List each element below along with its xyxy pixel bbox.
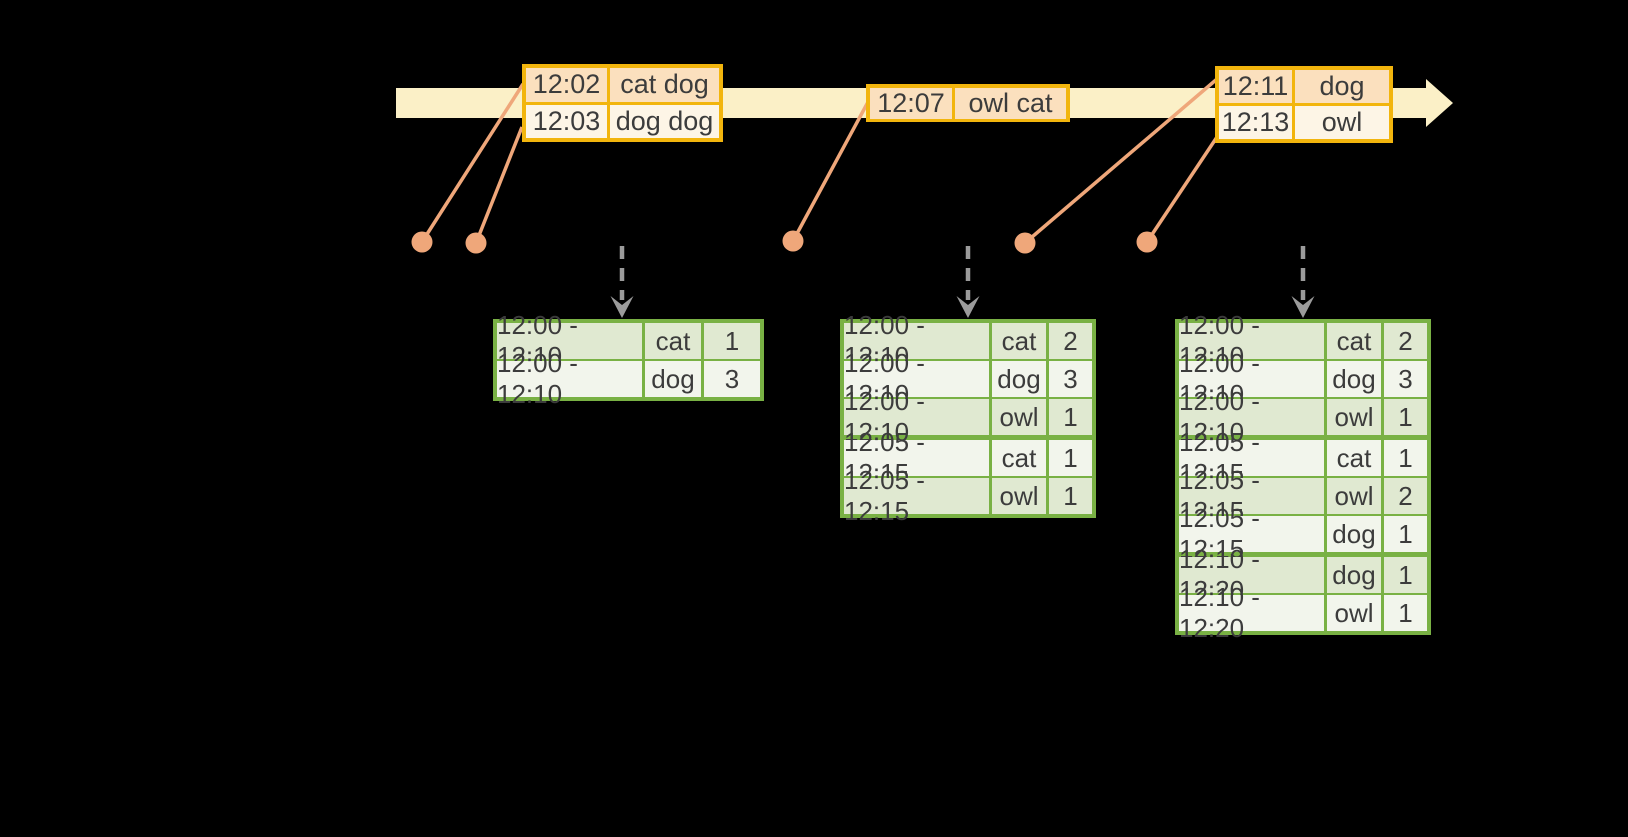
word-cell: dog <box>1327 361 1381 397</box>
event-words-cell: owl cat <box>955 88 1066 119</box>
event-words-cell: dog <box>1295 70 1389 103</box>
window-cell: 12:00 - 12:10 <box>844 310 989 371</box>
table-row: 12:05 - 12:15 dog 1 <box>1179 503 1427 564</box>
table-row: 12:07 owl cat <box>870 88 1066 119</box>
trigger-arrows <box>610 246 1315 318</box>
count-cell: 1 <box>1049 440 1092 476</box>
event-words-cell: cat dog <box>610 68 719 102</box>
word-cell: owl <box>992 478 1046 514</box>
count-cell: 1 <box>1384 440 1427 476</box>
table-row: 12:00 - 12:10 owl 1 <box>1179 386 1427 447</box>
count-cell: 2 <box>1384 323 1427 359</box>
word-cell: dog <box>1327 557 1381 593</box>
count-cell: 1 <box>1049 399 1092 435</box>
event-table-1: 12:02 cat dog 12:03 dog dog <box>522 64 723 142</box>
count-cell: 2 <box>1384 478 1427 514</box>
word-cell: cat <box>645 323 701 359</box>
table-row: 12:00 - 12:10 cat 2 <box>1179 310 1427 371</box>
word-cell: owl <box>1327 399 1381 435</box>
word-cell: cat <box>1327 323 1381 359</box>
event-time-cell: 12:07 <box>870 88 952 119</box>
event-table-2: 12:07 owl cat <box>866 84 1070 122</box>
word-cell: dog <box>645 361 701 397</box>
table-row: 12:00 - 12:10 owl 1 <box>844 386 1092 447</box>
event-connector-line <box>791 101 870 242</box>
event-connector-line <box>420 83 525 243</box>
table-row: 12:05 - 12:15 cat 1 <box>844 427 1092 488</box>
table-row: 12:13 owl <box>1219 106 1389 139</box>
count-cell: 3 <box>1384 361 1427 397</box>
word-cell: owl <box>1327 478 1381 514</box>
count-cell: 3 <box>1049 361 1092 397</box>
table-row: 12:00 - 12:10 cat 2 <box>844 310 1092 371</box>
window-cell: 12:05 - 12:15 <box>844 465 989 526</box>
window-cell: 12:05 - 12:15 <box>1179 503 1324 564</box>
count-cell: 1 <box>1049 478 1092 514</box>
table-row: 12:00 - 12:10 dog 3 <box>497 348 760 409</box>
table-row: 12:03 dog dog <box>526 104 719 138</box>
event-time-cell: 12:03 <box>526 104 607 138</box>
window-cell: 12:10 - 12:20 <box>1179 582 1324 643</box>
event-dot-icon <box>1136 231 1158 253</box>
window-cell: 12:00 - 12:10 <box>844 348 989 409</box>
event-words-cell: owl <box>1295 106 1389 139</box>
table-row: 12:00 - 12:10 dog 3 <box>1179 348 1427 409</box>
event-dot-icon <box>465 232 487 254</box>
table-row: 12:05 - 12:15 owl 1 <box>844 465 1092 526</box>
table-row: 12:11 dog <box>1219 70 1389 103</box>
window-cell: 12:00 - 12:10 <box>497 348 642 409</box>
count-cell: 3 <box>704 361 760 397</box>
event-dots <box>411 230 1158 254</box>
event-time-cell: 12:11 <box>1219 70 1292 103</box>
table-row: 12:10 - 12:20 owl 1 <box>1179 582 1427 643</box>
result-table-2: 12:00 - 12:10 cat 2 12:00 - 12:10 dog 3 … <box>840 310 1096 526</box>
word-cell: cat <box>1327 440 1381 476</box>
window-cell: 12:00 - 12:10 <box>1179 348 1324 409</box>
table-row: 12:05 - 12:15 owl 2 <box>1179 465 1427 526</box>
event-words-cell: dog dog <box>610 104 719 138</box>
window-cell: 12:00 - 12:10 <box>844 386 989 447</box>
word-cell: owl <box>992 399 1046 435</box>
event-dot-icon <box>411 231 433 253</box>
window-cell: 12:00 - 12:10 <box>1179 386 1324 447</box>
event-connector-line <box>474 126 524 244</box>
event-dot-icon <box>1014 232 1036 254</box>
word-cell: cat <box>992 323 1046 359</box>
table-row: 12:00 - 12:10 dog 3 <box>844 348 1092 409</box>
window-cell: 12:05 - 12:15 <box>1179 465 1324 526</box>
count-cell: 1 <box>1384 595 1427 631</box>
count-cell: 1 <box>704 323 760 359</box>
event-dot-icon <box>782 230 804 252</box>
event-table-3: 12:11 dog 12:13 owl <box>1215 66 1393 143</box>
event-time-cell: 12:13 <box>1219 106 1292 139</box>
count-cell: 1 <box>1384 399 1427 435</box>
word-cell: owl <box>1327 595 1381 631</box>
word-cell: cat <box>992 440 1046 476</box>
count-cell: 1 <box>1384 516 1427 552</box>
window-cell: 12:10 - 12:20 <box>1179 544 1324 605</box>
event-time-cell: 12:02 <box>526 68 607 102</box>
table-row: 12:02 cat dog <box>526 68 719 102</box>
event-connector-line <box>1145 136 1219 243</box>
count-cell: 2 <box>1049 323 1092 359</box>
table-row: 12:10 - 12:20 dog 1 <box>1179 544 1427 605</box>
result-table-3: 12:00 - 12:10 cat 2 12:00 - 12:10 dog 3 … <box>1175 310 1431 643</box>
word-cell: dog <box>992 361 1046 397</box>
word-cell: dog <box>1327 516 1381 552</box>
result-table-1: 12:00 - 12:10 cat 1 12:00 - 12:10 dog 3 <box>493 310 764 409</box>
count-cell: 1 <box>1384 557 1427 593</box>
timeline-arrowhead-icon <box>1426 79 1453 127</box>
